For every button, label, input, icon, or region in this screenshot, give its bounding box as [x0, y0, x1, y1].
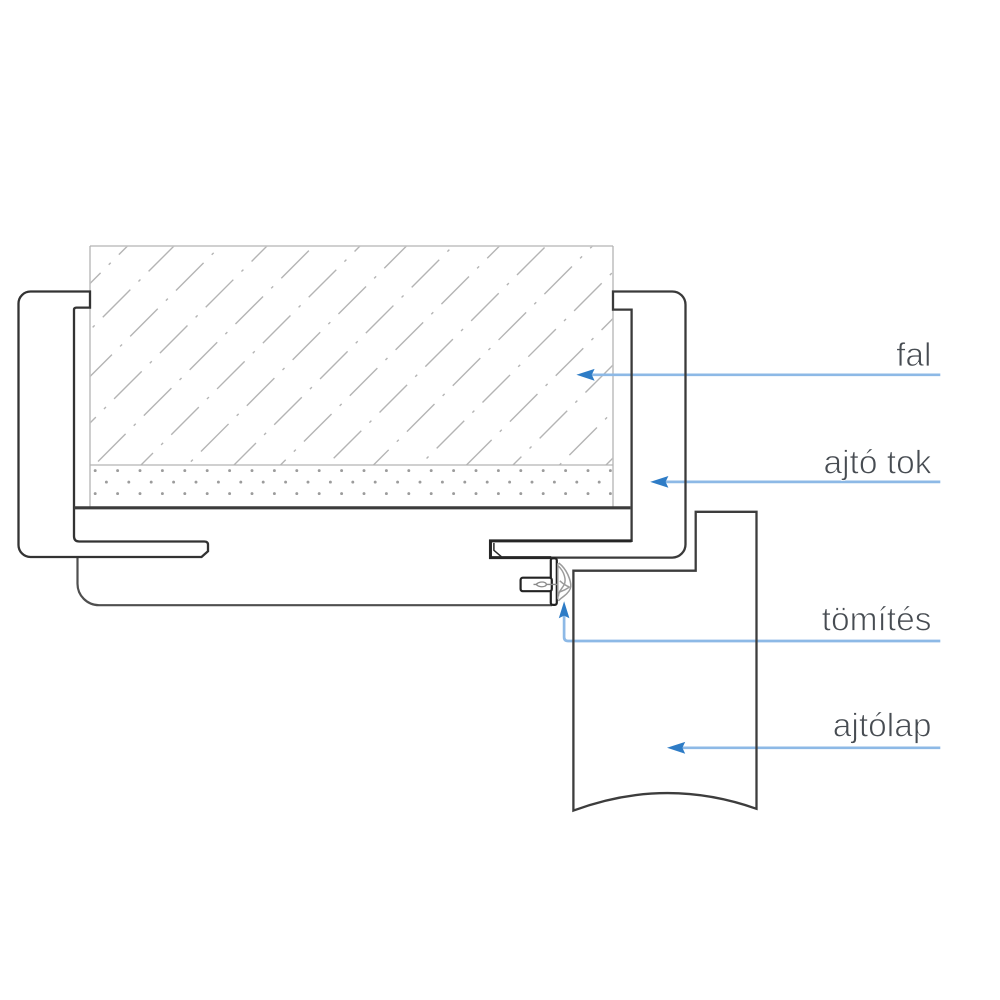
- svg-text:ajtó tok: ajtó tok: [823, 445, 931, 482]
- svg-text:ajtólap: ajtólap: [833, 708, 932, 745]
- svg-text:fal: fal: [896, 337, 931, 374]
- svg-text:tömítés: tömítés: [822, 601, 932, 638]
